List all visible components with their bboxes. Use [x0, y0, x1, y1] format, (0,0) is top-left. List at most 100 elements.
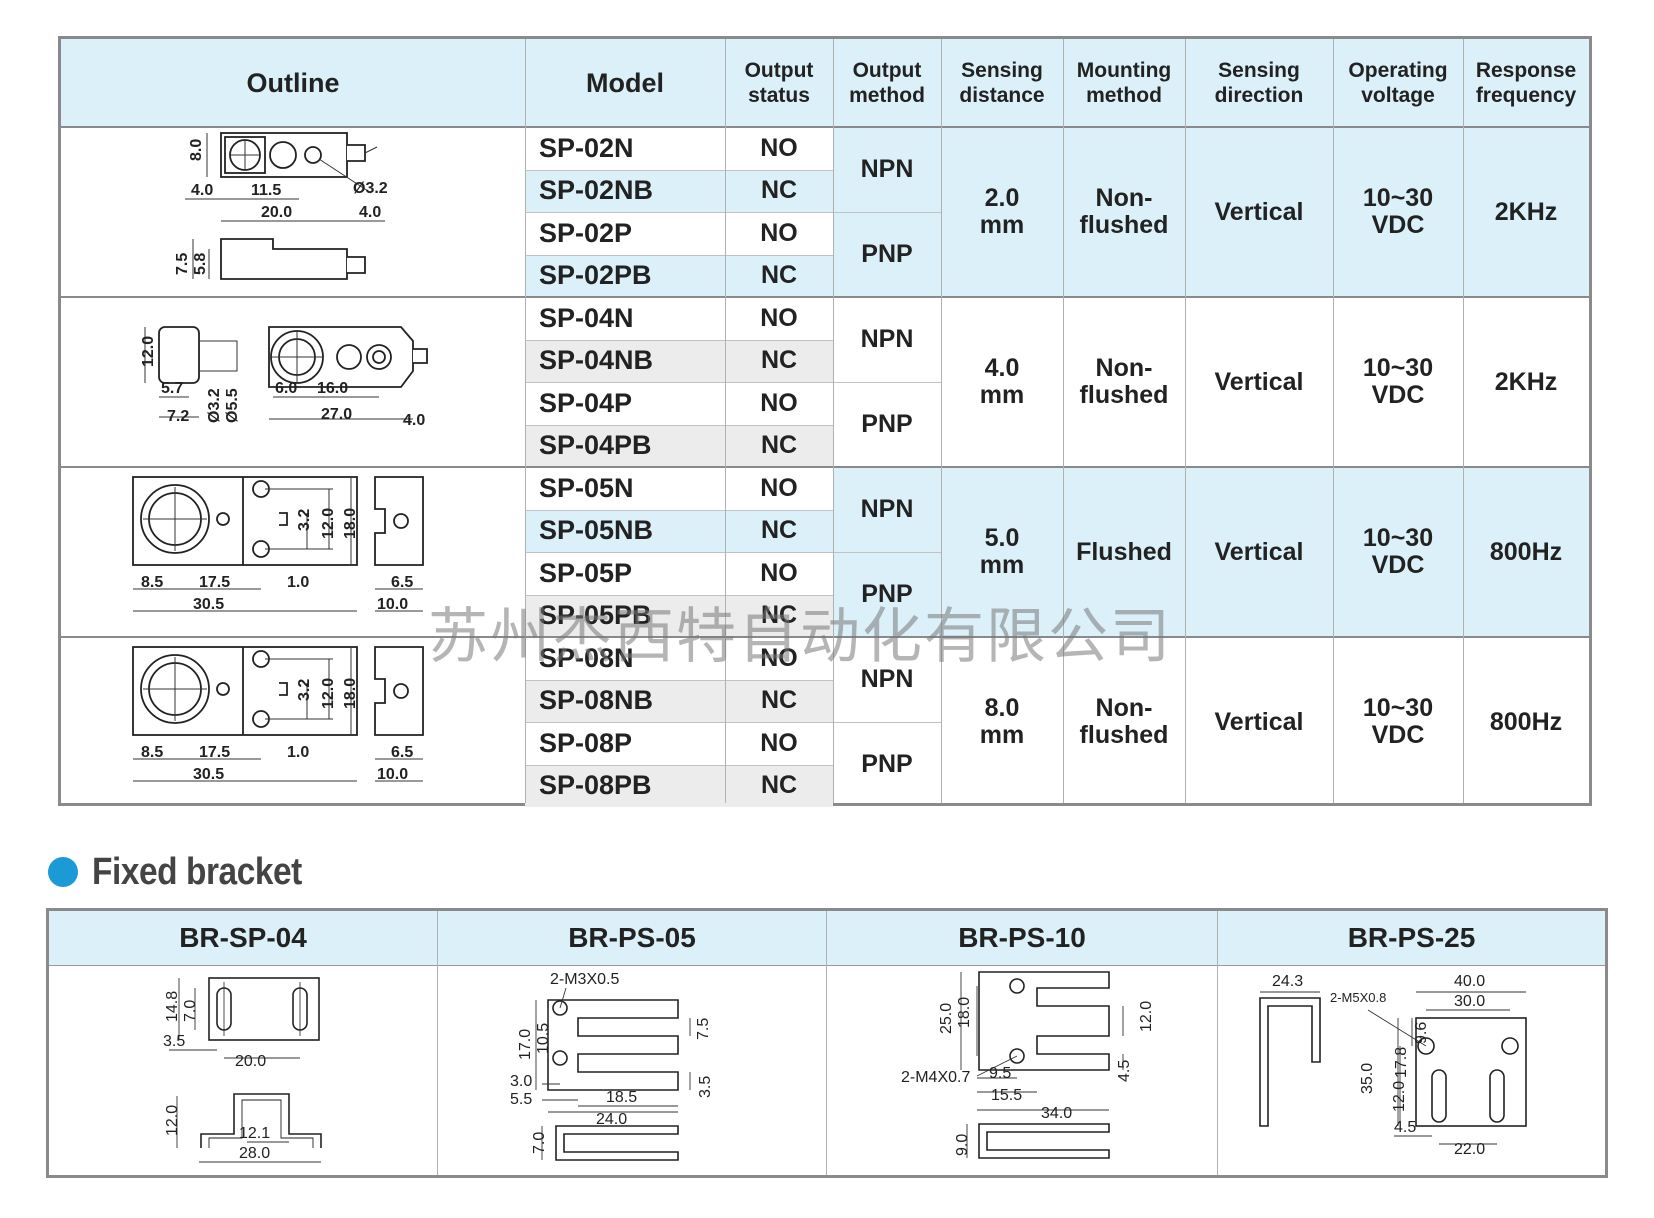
mounting-method-cell: Non-flushed [1079, 694, 1169, 749]
model-cell: SP-02P [539, 217, 633, 248]
output-status-cell: NO [760, 133, 798, 162]
svg-text:10.5: 10.5 [535, 1023, 552, 1054]
svg-text:30.0: 30.0 [1454, 993, 1485, 1010]
svg-text:9.5: 9.5 [989, 1065, 1011, 1082]
output-method-cell: PNP [861, 750, 913, 778]
response-frequency-cell: 800Hz [1489, 707, 1563, 736]
mounting-method-cell: Non-flushed [1079, 354, 1169, 409]
model-cell: SP-05PB [525, 594, 725, 637]
output-status-cell: NC [725, 169, 833, 212]
svg-text:2-M4X0.7: 2-M4X0.7 [901, 1069, 970, 1086]
svg-text:17.8: 17.8 [1393, 1047, 1410, 1078]
output-method-cell: NPN [860, 665, 914, 693]
svg-text:12.0: 12.0 [164, 1105, 181, 1136]
svg-text:9.0: 9.0 [954, 1134, 971, 1156]
svg-text:16.0: 16.0 [317, 380, 348, 397]
svg-text:7.5: 7.5 [174, 253, 191, 275]
svg-text:6.0: 6.0 [275, 380, 297, 397]
output-status-cell: NC [725, 424, 833, 467]
bracket-header-br-ps-10: BR-PS-10 [827, 911, 1217, 965]
svg-text:7.0: 7.0 [531, 1132, 548, 1154]
output-method-cell: NPN [860, 325, 914, 353]
svg-text:4.5: 4.5 [1116, 1060, 1133, 1082]
svg-text:8.5: 8.5 [141, 574, 163, 591]
output-status-cell: NO [760, 218, 798, 247]
svg-text:14.8: 14.8 [164, 991, 181, 1022]
svg-text:7.5: 7.5 [695, 1018, 712, 1040]
model-cell: SP-08NB [525, 679, 725, 722]
svg-text:Ø5.5: Ø5.5 [224, 388, 241, 423]
svg-text:1.0: 1.0 [287, 574, 309, 591]
svg-text:17.0: 17.0 [517, 1029, 534, 1060]
svg-text:17.5: 17.5 [199, 574, 230, 591]
model-cell: SP-08PB [525, 764, 725, 807]
model-cell: SP-04NB [525, 339, 725, 382]
model-cell: SP-04PB [525, 424, 725, 467]
output-method-cell: NPN [833, 127, 941, 212]
svg-text:22.0: 22.0 [1454, 1141, 1485, 1158]
svg-text:8.0: 8.0 [188, 139, 205, 161]
model-cell: SP-08P [539, 727, 633, 758]
bracket-header-br-ps-05: BR-PS-05 [438, 911, 826, 965]
svg-text:34.0: 34.0 [1041, 1105, 1072, 1122]
svg-text:18.5: 18.5 [606, 1089, 637, 1106]
svg-text:40.0: 40.0 [1454, 973, 1485, 990]
output-status-cell: NO [760, 473, 798, 502]
model-cell: SP-08N [539, 642, 634, 673]
bullet-dot-icon [48, 857, 78, 887]
output-status-cell: NO [760, 728, 798, 757]
svg-text:27.0: 27.0 [321, 406, 352, 423]
svg-text:6.5: 6.5 [391, 744, 413, 761]
output-status-cell: NC [725, 339, 833, 382]
svg-text:3.2: 3.2 [296, 679, 313, 701]
output-status-cell: NC [725, 509, 833, 552]
svg-text:Ø3.2: Ø3.2 [206, 388, 223, 423]
svg-text:20.0: 20.0 [261, 204, 292, 221]
svg-text:4.0: 4.0 [359, 204, 381, 221]
svg-text:12.1: 12.1 [239, 1125, 270, 1142]
bracket-table: BR-SP-04 BR-PS-05 BR-PS-10 BR-PS-25 [46, 908, 1608, 1178]
header-model: Model [586, 67, 664, 98]
output-status-cell: NC [725, 254, 833, 297]
svg-text:5.7: 5.7 [161, 380, 183, 397]
bracket-header-br-ps-25: BR-PS-25 [1218, 911, 1605, 965]
svg-text:7.0: 7.0 [182, 1000, 199, 1022]
svg-text:11.5: 11.5 [251, 182, 281, 199]
svg-text:18.0: 18.0 [342, 508, 359, 539]
output-status-cell: NC [725, 594, 833, 637]
output-status-cell: NO [760, 643, 798, 672]
svg-text:12.0: 12.0 [320, 678, 337, 709]
svg-text:17.5: 17.5 [199, 744, 230, 761]
svg-text:8.5: 8.5 [141, 744, 163, 761]
sensing-direction-cell: Vertical [1185, 127, 1333, 297]
model-cell: SP-05N [539, 472, 634, 503]
svg-text:12.0: 12.0 [140, 336, 157, 367]
svg-text:12.0: 12.0 [320, 508, 337, 539]
svg-text:24.0: 24.0 [596, 1111, 627, 1128]
svg-text:7.2: 7.2 [167, 408, 189, 425]
svg-text:25.0: 25.0 [938, 1003, 955, 1034]
output-method-cell: NPN [833, 467, 941, 552]
svg-text:10.0: 10.0 [377, 766, 408, 783]
sensing-direction-cell: Vertical [1185, 467, 1333, 637]
svg-text:5.8: 5.8 [192, 253, 209, 275]
header-outline: Outline [246, 67, 340, 98]
model-cell: SP-02N [539, 132, 634, 163]
